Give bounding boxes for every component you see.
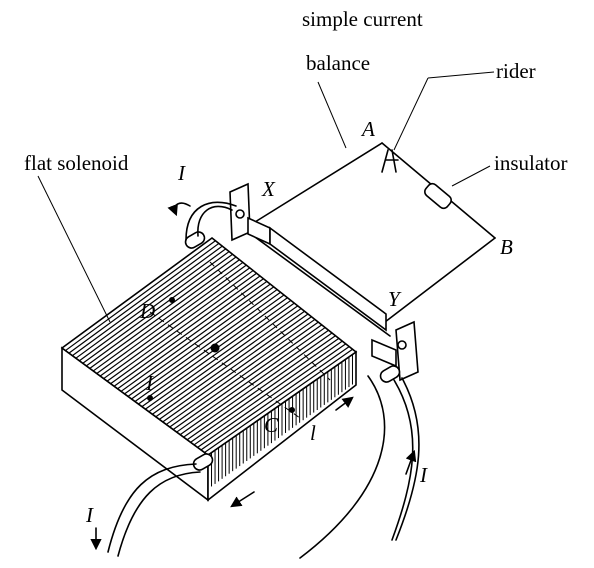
label-x: X bbox=[261, 177, 276, 201]
winding-line bbox=[92, 261, 244, 372]
coil-i-dot bbox=[147, 395, 153, 401]
winding-line bbox=[65, 240, 216, 352]
balance-plate bbox=[269, 226, 387, 332]
leader-solenoid bbox=[37, 175, 111, 323]
winding-line bbox=[110, 275, 261, 385]
winding-line bbox=[113, 278, 264, 387]
dashed-line-dc bbox=[149, 311, 301, 419]
leads bbox=[107, 201, 420, 559]
winding-line bbox=[120, 283, 271, 392]
winding-line bbox=[172, 324, 323, 431]
label-simple-current: simple current bbox=[302, 7, 423, 31]
label-current-top: I bbox=[177, 161, 186, 185]
winding-line bbox=[131, 291, 281, 400]
terminals bbox=[184, 231, 401, 471]
winding-line bbox=[162, 316, 312, 423]
winding-line bbox=[155, 310, 305, 418]
label-c: C bbox=[264, 413, 279, 437]
winding-line bbox=[183, 332, 333, 438]
winding-line bbox=[169, 321, 319, 428]
winding-line bbox=[82, 253, 233, 364]
winding-line bbox=[152, 308, 302, 415]
winding-line bbox=[117, 280, 268, 390]
label-current-coil: I bbox=[145, 371, 154, 395]
current-arrows bbox=[90, 202, 417, 551]
winding-line bbox=[124, 286, 275, 395]
winding-line bbox=[103, 270, 254, 380]
winding-line bbox=[179, 329, 329, 436]
label-a: A bbox=[360, 117, 375, 141]
label-insulator: insulator bbox=[494, 151, 568, 175]
winding-line bbox=[89, 259, 240, 369]
winding-line bbox=[85, 256, 237, 367]
label-flat-solenoid: flat solenoid bbox=[24, 151, 129, 175]
winding-line bbox=[75, 248, 227, 359]
label-balance: balance bbox=[306, 51, 370, 75]
flat-solenoid bbox=[60, 236, 358, 502]
winding-line bbox=[79, 251, 230, 362]
label-current-bottom-left: I bbox=[85, 503, 94, 527]
leader-rider bbox=[427, 71, 495, 79]
label-b: B bbox=[500, 235, 513, 259]
centre-marker bbox=[210, 343, 220, 353]
insulator bbox=[424, 182, 452, 210]
winding-line bbox=[68, 242, 220, 354]
pivot-y bbox=[371, 320, 419, 382]
winding-line bbox=[96, 264, 247, 374]
winding-line bbox=[197, 343, 347, 448]
point-c-dot bbox=[289, 407, 295, 413]
winding-line bbox=[134, 294, 285, 402]
label-current-bottom-right: I bbox=[419, 463, 428, 487]
winding-line bbox=[176, 327, 326, 433]
winding-line bbox=[141, 299, 292, 408]
winding-line bbox=[200, 346, 350, 451]
pivot-x bbox=[229, 182, 271, 246]
label-d: D bbox=[139, 299, 155, 323]
label-rider: rider bbox=[496, 59, 536, 83]
winding-line bbox=[193, 340, 343, 446]
winding-line bbox=[186, 335, 336, 441]
winding-line bbox=[204, 348, 353, 453]
label-length: l bbox=[310, 421, 316, 445]
leader-rider-2 bbox=[393, 77, 429, 151]
winding-line bbox=[106, 272, 257, 382]
winding-line bbox=[145, 302, 295, 410]
solenoid-windings bbox=[65, 240, 353, 453]
solenoid-front-windings bbox=[211, 354, 353, 487]
winding-line bbox=[148, 305, 299, 413]
leader-balance bbox=[317, 81, 347, 149]
point-d-dot bbox=[169, 297, 175, 303]
winding-line bbox=[99, 267, 251, 377]
winding-line bbox=[190, 337, 340, 443]
rider bbox=[381, 149, 399, 173]
leader-insulator bbox=[451, 165, 491, 187]
winding-line bbox=[165, 318, 316, 425]
label-y: Y bbox=[388, 287, 402, 311]
winding-line bbox=[127, 289, 278, 397]
winding-line bbox=[72, 245, 223, 357]
winding-line bbox=[158, 313, 309, 420]
